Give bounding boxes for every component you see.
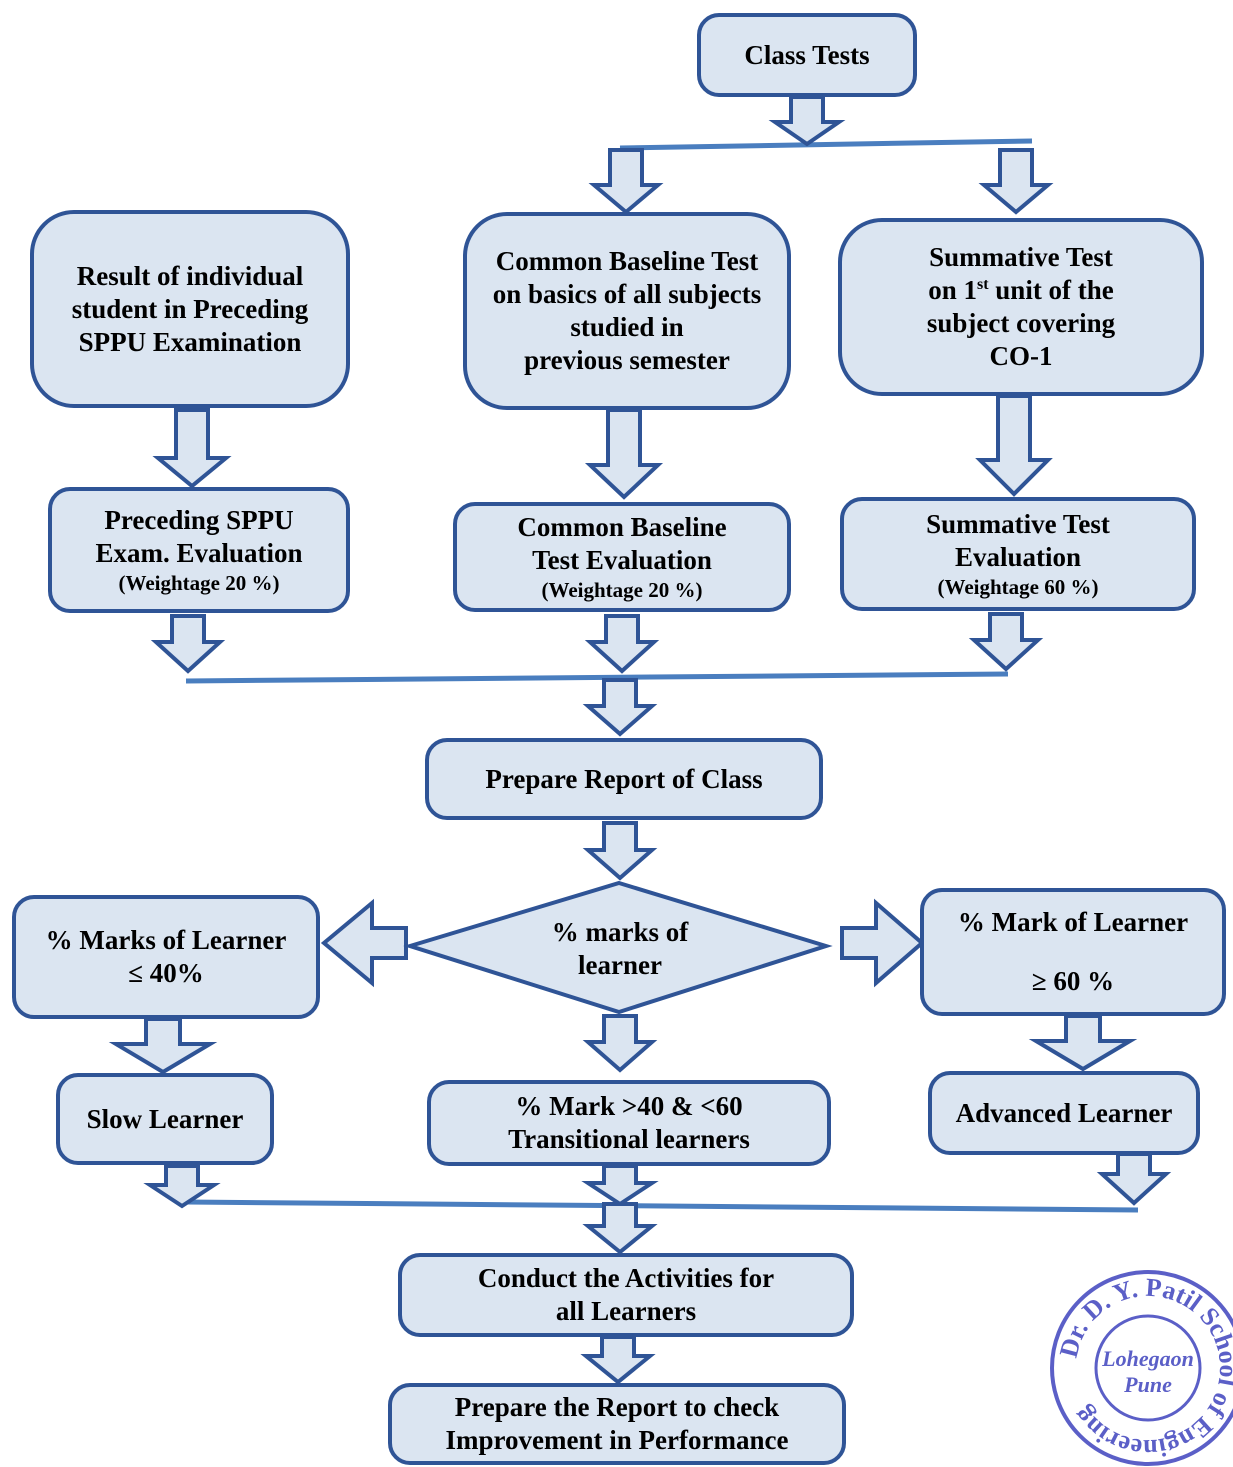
summative-test-box: Summative Test on 1st unit of the subjec… bbox=[838, 218, 1204, 396]
baseline-eval-weightage: (Weightage 20 %) bbox=[541, 577, 703, 602]
baseline-line-3: studied in bbox=[570, 312, 684, 342]
arrow-down-transitional-to-merge bbox=[581, 1164, 659, 1207]
summative-eval-line-1: Summative Test bbox=[926, 508, 1110, 539]
arrow-down-to-baseline-test bbox=[588, 148, 664, 215]
decision-line-1: % marks of bbox=[551, 917, 689, 947]
final-report-line-2: Improvement in Performance bbox=[445, 1425, 789, 1455]
split-line-class-tests bbox=[619, 138, 1033, 151]
result-individual-box: Result of individual student in Precedin… bbox=[30, 210, 350, 408]
merge-line-evaluations bbox=[185, 671, 1009, 684]
arrow-down-merge-to-report bbox=[582, 678, 658, 737]
summative-eval-weightage: (Weightage 60 %) bbox=[937, 574, 1099, 599]
prepare-report-class-box: Prepare Report of Class bbox=[425, 738, 823, 820]
decision-diamond bbox=[403, 880, 833, 1015]
seal-center-line-1: Lohegaon bbox=[1101, 1346, 1194, 1371]
institution-seal: Dr. D. Y. Patil School of Engineering Lo… bbox=[1050, 1270, 1233, 1466]
conduct-activities-box: Conduct the Activities for all Learners bbox=[398, 1253, 854, 1337]
merge-line-learners bbox=[185, 1199, 1139, 1213]
marks-high-box: % Mark of Learner ≥ 60 % bbox=[920, 888, 1226, 1016]
decision-line-2: learner bbox=[578, 950, 662, 980]
marks-low-line-1: % Marks of Learner bbox=[45, 925, 287, 955]
advanced-learner-label: Advanced Learner bbox=[955, 1097, 1173, 1128]
conduct-activities-line-1: Conduct the Activities for bbox=[477, 1263, 775, 1293]
conduct-activities-line-2: all Learners bbox=[555, 1296, 697, 1326]
marks-low-box: % Marks of Learner ≤ 40% bbox=[12, 895, 320, 1019]
transitional-line-2: Transitional learners bbox=[508, 1124, 750, 1154]
final-report-box: Prepare the Report to check Improvement … bbox=[388, 1383, 846, 1465]
arrow-down-activities-to-final-report bbox=[580, 1335, 656, 1385]
sppu-eval-line-1: Preceding SPPU bbox=[104, 504, 294, 535]
sppu-eval-weightage: (Weightage 20 %) bbox=[118, 570, 280, 595]
baseline-eval-line-1: Common Baseline bbox=[517, 511, 727, 542]
arrow-right-to-high-marks bbox=[840, 898, 926, 988]
arrow-down-decision-to-transitional bbox=[582, 1014, 658, 1073]
final-report-line-1: Prepare the Report to check bbox=[454, 1392, 780, 1422]
arrow-down-baseline-eval-to-merge bbox=[584, 614, 660, 674]
decision-label: % marks of learner bbox=[500, 916, 740, 982]
arrow-down-class-tests bbox=[768, 95, 846, 147]
arrow-down-merge-to-activities bbox=[582, 1202, 658, 1255]
baseline-line-2: on basics of all subjects bbox=[492, 279, 762, 309]
summative-line-3: subject covering bbox=[926, 308, 1116, 338]
slow-learner-box: Slow Learner bbox=[56, 1073, 274, 1165]
arrow-down-sppu-eval-to-merge bbox=[150, 614, 226, 674]
summative-line-2-post: unit of the bbox=[988, 275, 1114, 305]
summative-eval-line-2: Evaluation bbox=[954, 541, 1082, 572]
arrow-down-advanced-to-merge bbox=[1096, 1152, 1172, 1206]
marks-low-line-2: ≤ 40% bbox=[128, 958, 204, 988]
arrow-down-to-summative-test bbox=[978, 148, 1054, 215]
result-individual-line-1: Result of individual bbox=[76, 260, 304, 291]
baseline-eval-box: Common Baseline Test Evaluation (Weighta… bbox=[453, 502, 791, 612]
summative-line-2-sup: st bbox=[976, 276, 989, 293]
advanced-learner-box: Advanced Learner bbox=[928, 1071, 1200, 1155]
summative-line-4: CO-1 bbox=[989, 341, 1053, 371]
arrow-down-slow-to-merge bbox=[143, 1164, 221, 1209]
sppu-eval-box: Preceding SPPU Exam. Evaluation (Weighta… bbox=[48, 487, 350, 613]
arrow-down-summative-eval-to-merge bbox=[968, 612, 1044, 672]
arrow-down-low-to-slow-learner bbox=[108, 1017, 218, 1075]
arrow-down-report-to-decision bbox=[582, 821, 658, 881]
class-tests-box: Class Tests bbox=[697, 13, 917, 97]
transitional-learner-box: % Mark >40 & <60 Transitional learners bbox=[427, 1080, 831, 1166]
baseline-eval-line-2: Test Evaluation bbox=[532, 544, 712, 575]
marks-high-line-1: % Mark of Learner bbox=[957, 907, 1189, 937]
arrow-left-to-low-marks bbox=[320, 898, 408, 988]
baseline-line-4: previous semester bbox=[524, 345, 730, 375]
result-individual-line-3: SPPU Examination bbox=[78, 326, 302, 357]
arrow-down-summative-to-eval bbox=[975, 394, 1053, 497]
summative-eval-box: Summative Test Evaluation (Weightage 60 … bbox=[840, 497, 1196, 611]
arrow-down-baseline-to-eval bbox=[584, 408, 664, 500]
arrow-down-result-to-sppu-eval bbox=[152, 408, 232, 489]
seal-center-line-2: Pune bbox=[1123, 1372, 1172, 1397]
prepare-report-class-label: Prepare Report of Class bbox=[485, 763, 763, 794]
marks-high-line-2: ≥ 60 % bbox=[1031, 966, 1115, 996]
transitional-line-1: % Mark >40 & <60 bbox=[515, 1091, 743, 1121]
slow-learner-label: Slow Learner bbox=[86, 1103, 244, 1134]
summative-line-2: on 1st unit of the bbox=[928, 274, 1114, 307]
baseline-line-1: Common Baseline Test bbox=[495, 246, 759, 276]
summative-line-1: Summative Test bbox=[929, 242, 1113, 272]
result-individual-line-2: student in Preceding bbox=[71, 293, 309, 324]
common-baseline-test-box: Common Baseline Test on basics of all su… bbox=[463, 212, 791, 410]
sppu-eval-line-2: Exam. Evaluation bbox=[95, 537, 303, 568]
class-tests-label: Class Tests bbox=[744, 39, 870, 70]
summative-line-2-pre: on 1 bbox=[928, 275, 977, 305]
arrow-down-high-to-advanced-learner bbox=[1028, 1014, 1138, 1072]
